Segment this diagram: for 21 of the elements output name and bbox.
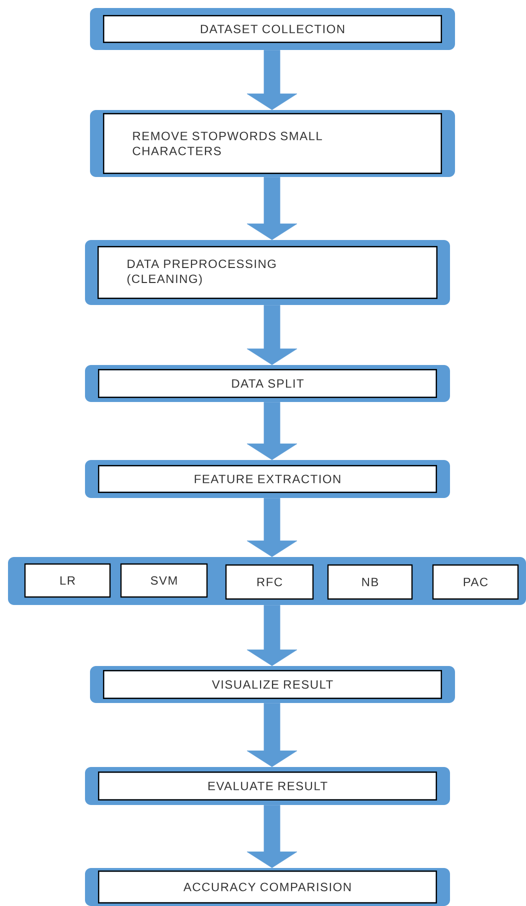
arrow — [246, 605, 298, 666]
arrow — [246, 305, 298, 365]
process-box: VISUALIZE RESULT — [90, 666, 455, 703]
process-box: FEATURE EXTRACTION — [85, 460, 450, 498]
arrow — [246, 402, 298, 460]
process-box: DATASET COLLECTION — [90, 8, 455, 50]
model-box: LR — [24, 563, 111, 598]
arrow — [246, 703, 298, 767]
model-box: NB — [327, 564, 413, 600]
arrow — [246, 498, 298, 557]
arrow — [246, 177, 298, 240]
process-box: DATA PREPROCESSING (CLEANING) — [85, 240, 450, 305]
model-box: PAC — [432, 564, 519, 600]
process-box: EVALUATE RESULT — [85, 767, 450, 805]
arrow — [246, 805, 298, 868]
process-box: ACCURACY COMPARISION — [85, 868, 450, 906]
process-box: DATA SPLIT — [85, 365, 450, 402]
process-box: REMOVE STOPWORDS SMALL CHARACTERS — [90, 110, 455, 177]
model-box: SVM — [120, 563, 208, 598]
arrow — [246, 50, 298, 110]
model-box: RFC — [225, 564, 314, 600]
